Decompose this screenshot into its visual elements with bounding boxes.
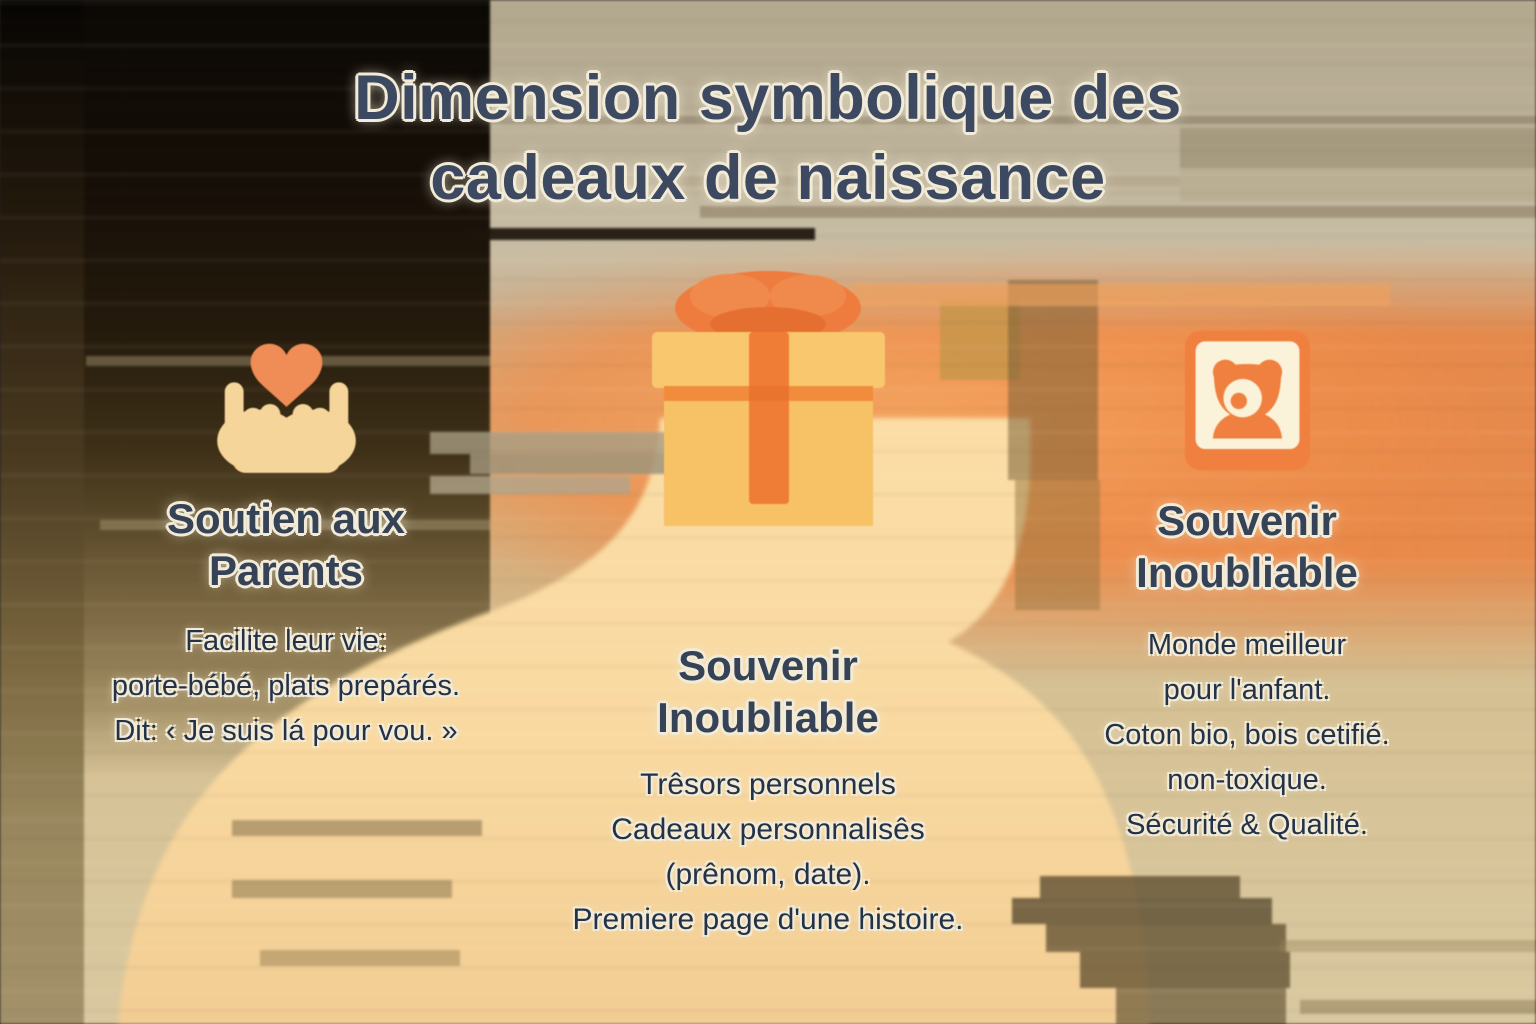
glitch-block [1116,988,1286,1024]
page-title-line1: Dimension symbolique des [354,63,1182,133]
glitch-block [470,228,815,240]
glitch-block [488,116,1536,124]
glitch-block [1046,924,1286,952]
glitch-block [1080,952,1290,988]
glitch-block [260,950,460,966]
column-body: Facilite leur vie:porte-bébé, plats prep… [111,625,461,747]
glitch-block [700,206,1536,218]
glitch-block [520,176,1180,186]
glitch-block [1012,898,1272,924]
glitch-block [1180,168,1536,202]
glitch-block [1280,940,1536,952]
glitch-block [232,880,452,898]
glitch-block [850,284,1390,306]
glitch-block [430,432,710,454]
glitch-block [1008,280,1098,480]
teddy-bear-badge-icon [1027,328,1467,473]
gift-box-icon [508,266,1028,536]
glitch-block [470,454,710,474]
page-title: Dimension symbolique des cadeaux de naiss… [0,58,1536,218]
glitch-block [1040,876,1240,898]
glitch-block [1180,128,1536,168]
glitch-block [232,820,482,836]
background-left-strip [0,0,84,1024]
page-title-line2: cadeaux de naissance [430,143,1106,213]
glitch-block [430,476,630,494]
glitch-block [940,300,1020,380]
glitch-block [1015,480,1100,610]
glitch-block [1300,1000,1536,1014]
hands-holding-heart-icon [56,330,516,478]
glitch-block [100,520,490,530]
